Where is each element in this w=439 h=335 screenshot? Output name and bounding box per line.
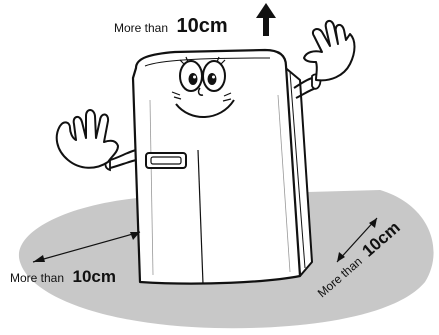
top-label-prefix: More than: [114, 21, 168, 35]
top-clearance-arrow: [256, 3, 276, 36]
top-clearance-label: More than 10cm: [114, 15, 228, 37]
left-hand-illustration: [57, 110, 136, 170]
unit-handle: [146, 153, 186, 168]
left-label-value: 10cm: [72, 267, 115, 286]
top-label-value: 10cm: [176, 15, 227, 37]
left-label-prefix: More than: [10, 271, 64, 285]
right-hand-illustration: [294, 21, 355, 98]
